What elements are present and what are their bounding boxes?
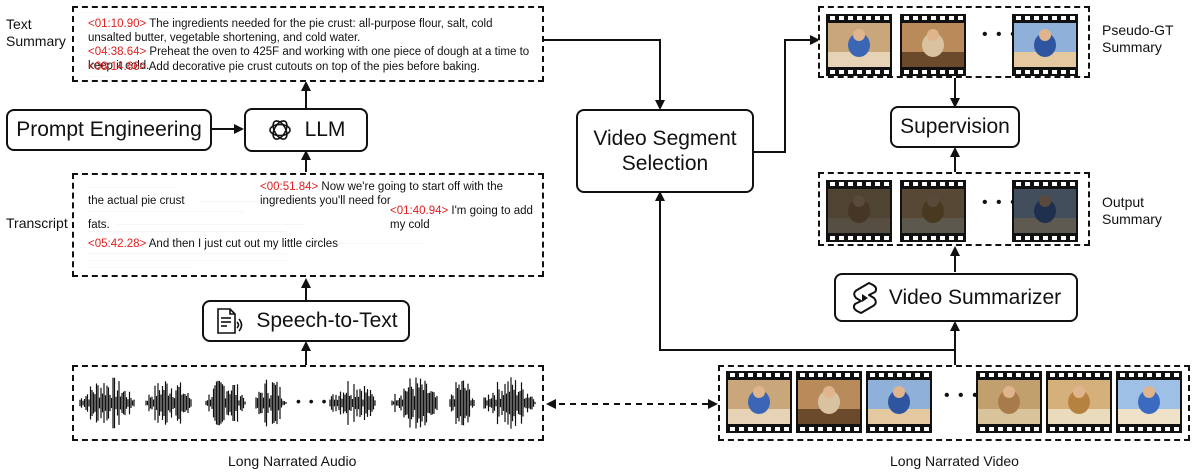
- video-summarizer-box: Video Summarizer: [834, 273, 1078, 322]
- transcript-box: ……………………………………………………………………………… <00:51.84…: [72, 173, 544, 277]
- summary-line-1: <01:10.90> The ingredients needed for th…: [88, 17, 538, 45]
- output-ellipsis: • • •: [982, 194, 1018, 211]
- video-box: • • •: [718, 365, 1190, 441]
- video-clip-4: [976, 371, 1042, 438]
- summary-text: Preheat the oven to 425F and working wit…: [88, 46, 530, 72]
- prompt-engineering-box: Prompt Engineering: [6, 109, 212, 151]
- timestamp: <00:51.84>: [260, 181, 319, 193]
- video-summarizer-label: Video Summarizer: [888, 285, 1062, 309]
- transcript-line-1-cont: the actual pie crust: [88, 194, 208, 208]
- summary-text-cont: and cold water.: [283, 32, 361, 44]
- speech-to-text-box: Speech-to-Text: [202, 300, 410, 342]
- transcript-text: I'm going to add my cold: [390, 205, 533, 231]
- llm-box: LLM: [244, 108, 368, 152]
- pseudo-gt-clip-2: [900, 14, 966, 81]
- video-ellipsis: • • •: [944, 387, 980, 404]
- timestamp: <08:14.66>: [88, 61, 147, 73]
- timestamp: <04:38.64>: [88, 46, 147, 58]
- pseudo-gt-clip-1: [826, 14, 892, 81]
- speech-to-text-label: Speech-to-Text: [256, 309, 398, 332]
- filler-text: ……………………………………………………………………………………………………………: [88, 258, 286, 262]
- video-segment-selection-box: Video Segment Selection: [576, 109, 754, 193]
- output-summary-label: Output Summary: [1102, 194, 1162, 227]
- filler-text: ……………………: [88, 74, 112, 78]
- timestamp: <01:40.94>: [390, 205, 449, 217]
- pseudo-gt-label: Pseudo-GT Summary: [1102, 22, 1174, 55]
- transcript-line-1: <00:51.84> Now we're going to start off …: [260, 180, 540, 208]
- filler-text: ……………………………………………………………………………………………………………: [88, 229, 286, 233]
- summary-line-3: <08:14.66> Add decorative pie crust cuto…: [88, 60, 538, 74]
- summary-line-2: <04:38.64> Preheat the oven to 425F and …: [88, 45, 538, 73]
- filler-text: ……………………………………………………………………………………………………………: [116, 222, 305, 226]
- video-label: Long Narrated Video: [890, 453, 1019, 469]
- pseudo-gt-box: • • •: [818, 6, 1090, 78]
- llm-icon: [268, 120, 291, 140]
- transcript-line-2-cont: fats.: [88, 218, 118, 232]
- summary-text: Add decorative pie crust cutouts on top …: [148, 61, 480, 73]
- audio-label: Long Narrated Audio: [228, 453, 357, 469]
- arrow-summary-to-selection: [543, 39, 665, 110]
- text-summary-label: Text Summary: [6, 16, 66, 49]
- speech-document-icon: [217, 308, 243, 334]
- arrow-selection-to-pseudo-gt: [754, 35, 820, 153]
- output-clip-1: [826, 180, 892, 247]
- filler-text: ………………………………………………………………………………: [88, 185, 178, 189]
- output-clip-3: [1012, 180, 1078, 247]
- video-clip-3: [866, 371, 932, 438]
- filler-text: ……………………………………………………………………………………………………………: [88, 209, 244, 213]
- transcript-text-cont: the actual pie crust: [88, 195, 185, 207]
- audio-ellipsis: • • •: [296, 393, 329, 409]
- video-clip-2: [796, 371, 862, 438]
- video-segment-selection-label: Video Segment Selection: [593, 127, 737, 175]
- transcript-line-2: <01:40.94> I'm going to add my cold: [390, 204, 542, 232]
- audio-box: • • •: [72, 365, 544, 441]
- summarizer-logo-icon: [852, 281, 877, 314]
- timestamp: <01:10.90>: [88, 18, 147, 30]
- transcript-text-cont: fats.: [88, 219, 110, 231]
- output-clip-2: [900, 180, 966, 247]
- transcript-text: Now we're going to start off with the in…: [260, 181, 504, 207]
- timestamp: <05:42.28>: [88, 238, 147, 250]
- filler-text: ……………………………………………………………………………: [336, 241, 423, 245]
- llm-label: LLM: [304, 118, 346, 141]
- transcript-label: Transcript: [6, 215, 68, 231]
- audio-waveforms: [79, 377, 536, 429]
- filler-text: ……………………………………………………………………………………………………………: [88, 251, 286, 255]
- output-summary-box: • • •: [818, 172, 1090, 246]
- transcript-text: And then I just cut out my little circle…: [148, 238, 338, 250]
- video-clip-6: [1116, 371, 1182, 438]
- transcript-line-3: <05:42.28> And then I just cut out my li…: [88, 237, 388, 251]
- filler-text: ……………………………………………………………………………………………………………: [200, 199, 356, 203]
- pseudo-gt-clip-3: [1012, 14, 1078, 81]
- supervision-label: Supervision: [900, 115, 1010, 138]
- prompt-engineering-label: Prompt Engineering: [16, 118, 202, 141]
- text-summary-box: ……………………………………………………………………………………………… <01…: [72, 6, 544, 82]
- video-clip-5: [1046, 371, 1112, 438]
- summary-text: The ingredients needed for the pie crust…: [88, 18, 493, 44]
- pseudo-gt-ellipsis: • • •: [982, 26, 1018, 43]
- filler-text: …………………………………………………………………………………………: [88, 265, 190, 269]
- filler-text: ………………………………………………………………………………………………: [78, 10, 186, 14]
- supervision-box: Supervision: [890, 106, 1020, 148]
- video-clip-1: [726, 371, 792, 438]
